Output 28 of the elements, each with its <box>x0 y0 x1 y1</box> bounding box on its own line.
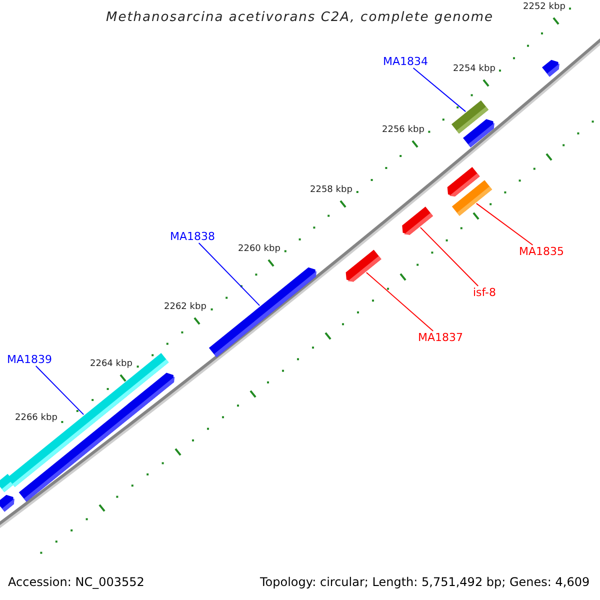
scale-label: 2254 kbp <box>453 64 496 74</box>
scale-label: 2266 kbp <box>15 414 58 422</box>
leader-line <box>412 68 466 112</box>
gene-bar <box>7 353 169 487</box>
leader-line <box>420 226 479 286</box>
genome-summary: Topology: circular; Length: 5,751,492 bp; Genes: 4,609 <box>260 576 590 588</box>
scale-label: 2256 kbp <box>382 126 424 134</box>
gene-label: MA1834 <box>383 56 428 67</box>
gene-label: isf-8 <box>473 287 496 298</box>
leader-line <box>35 366 84 416</box>
gene-block <box>208 267 317 358</box>
gene-label: MA1837 <box>418 332 464 343</box>
gene-label: MA1835 <box>519 246 564 257</box>
gene-block <box>402 206 433 235</box>
accession-text: Accession: NC_003552 <box>8 576 144 588</box>
gene-block <box>346 250 382 282</box>
leader-line <box>198 242 260 306</box>
scale-label: 2260 kbp <box>238 244 280 254</box>
gene-label: MA1839 <box>7 354 52 365</box>
leader-line <box>366 272 434 332</box>
gene-bar <box>452 180 492 216</box>
gene-label: MA1838 <box>170 231 216 242</box>
scale-label: 2252 kbp <box>523 2 566 12</box>
title: Methanosarcina acetivorans C2A, complete genome <box>106 11 494 24</box>
gene-bar <box>451 100 489 134</box>
leader-line <box>476 202 534 246</box>
scale-label: 2258 kbp <box>310 186 352 194</box>
scale-label: 2264 kbp <box>90 360 132 368</box>
